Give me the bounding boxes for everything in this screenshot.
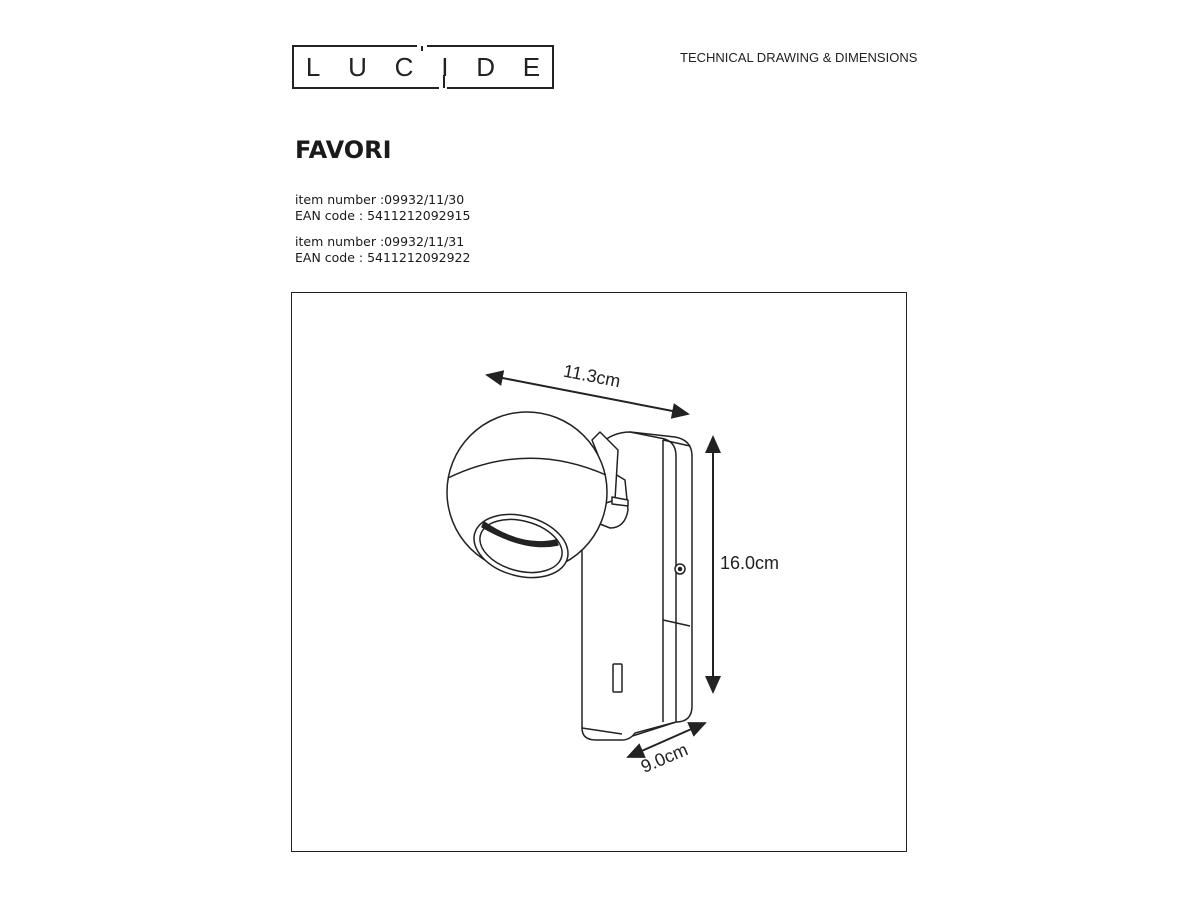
- width-arrow: [485, 370, 690, 419]
- logo-letter: C: [394, 51, 414, 82]
- drawing-frame: [291, 292, 907, 852]
- logo-frame: [292, 45, 554, 89]
- logo-letter: E: [522, 51, 541, 82]
- item-number: item number :09932/11/30: [295, 192, 465, 207]
- document-type: TECHNICAL DRAWING & DIMENSIONS: [680, 50, 918, 65]
- variant-1: item number :09932/11/30 EAN code : 5411…: [295, 192, 470, 224]
- lucide-logo: L U C I D E: [292, 45, 554, 89]
- variant-2: item number :09932/11/31 EAN code : 5411…: [295, 234, 470, 266]
- depth-arrow: [626, 722, 707, 758]
- logo-letter: D: [476, 51, 495, 82]
- logo-letter: L: [305, 51, 321, 82]
- height-dimension: 16.0cm: [720, 553, 780, 573]
- ean-code: EAN code : 5411212092915: [295, 208, 471, 223]
- product-name: FAVORI: [295, 136, 392, 164]
- item-number: item number :09932/11/31: [295, 234, 465, 249]
- usb-port: [612, 663, 623, 693]
- ean-code: EAN code : 5411212092922: [295, 250, 471, 265]
- logo-letter: U: [348, 51, 367, 82]
- logo-letter: I: [441, 51, 449, 82]
